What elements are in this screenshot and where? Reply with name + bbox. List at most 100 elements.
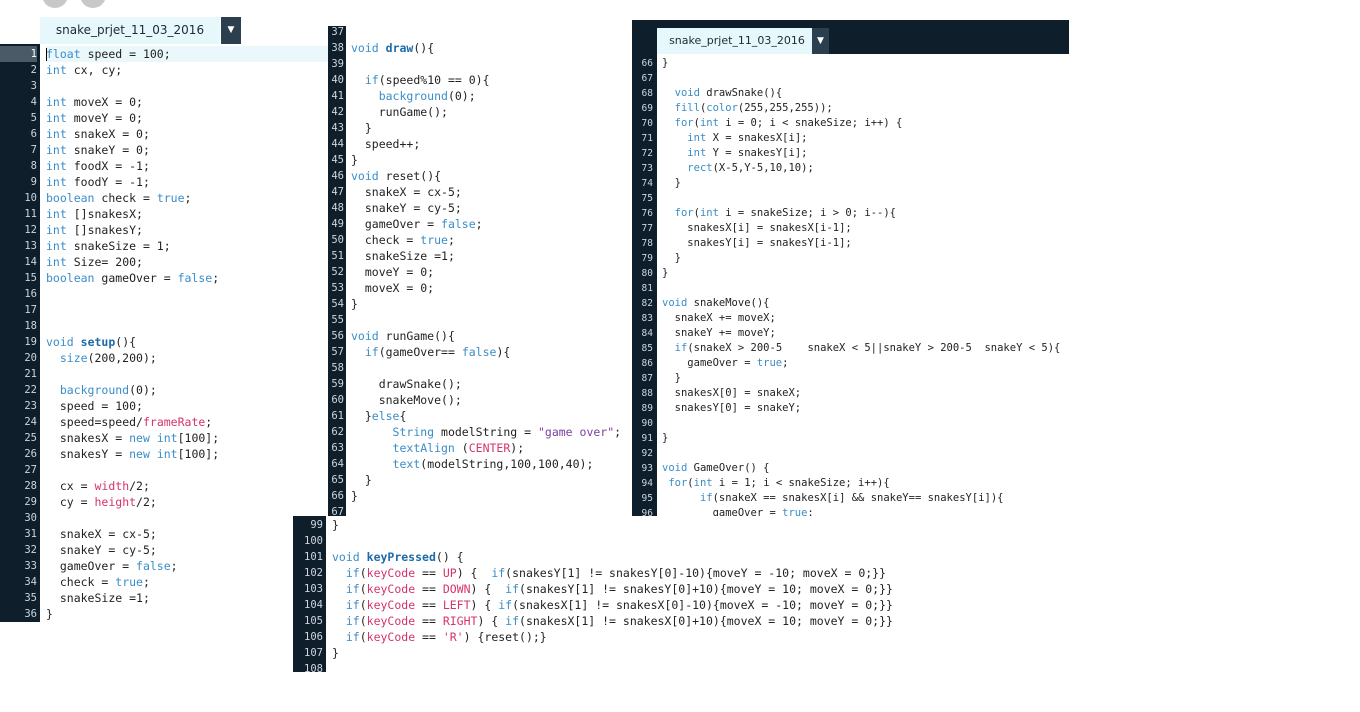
line-number: 92 <box>641 448 653 459</box>
line-number: 107 <box>304 647 323 659</box>
line-number: 21 <box>24 368 37 380</box>
line-number: 58 <box>331 362 344 374</box>
code-line: void drawSnake(){ <box>674 87 783 99</box>
code-line: int foodY = -1; <box>46 175 150 189</box>
code-line: if(keyCode == 'R') {reset();} <box>345 630 547 644</box>
window-button-2[interactable] <box>80 0 106 8</box>
line-number: 43 <box>331 122 344 134</box>
line-number: 71 <box>641 133 653 144</box>
line-number: 13 <box>24 240 37 252</box>
code-line: background(0); <box>378 89 476 103</box>
code-line: int []snakesY; <box>46 223 143 237</box>
code-line: snakesY = new int[100]; <box>59 447 220 461</box>
code-line: } <box>351 153 358 167</box>
line-number: 37 <box>331 26 344 38</box>
code-line: for(int i = snakeSize; i > 0; i--){ <box>674 207 896 219</box>
code-line: boolean gameOver = false; <box>46 271 220 285</box>
line-number: 57 <box>331 346 344 358</box>
line-number: 79 <box>641 253 653 264</box>
code-area[interactable]: void draw(){ if(speed%10 == 0){ backgrou… <box>346 26 633 516</box>
code-area[interactable]: float speed = 100;int cx, cy;int moveX =… <box>40 44 328 622</box>
line-number: 96 <box>641 508 653 519</box>
line-number: 52 <box>331 266 344 278</box>
code-line: snakesX = new int[100]; <box>59 431 220 445</box>
code-line: int snakeX = 0; <box>46 127 150 141</box>
line-number: 63 <box>331 442 344 454</box>
sketch-tab[interactable]: snake_prjet_11_03_2016 <box>40 17 220 44</box>
line-number: 23 <box>24 400 37 412</box>
line-number: 73 <box>641 163 653 174</box>
code-line: drawSnake(); <box>378 377 462 391</box>
code-line: } <box>662 372 681 384</box>
line-number: 15 <box>24 272 37 284</box>
line-number: 81 <box>641 283 653 294</box>
line-number: 90 <box>641 418 653 429</box>
code-line: cy = height/2; <box>59 495 157 509</box>
code-area[interactable]: } void drawSnake(){ fill(color(255,255,2… <box>657 54 1069 524</box>
line-number: 85 <box>641 343 653 354</box>
code-line: snakeY = cy-5; <box>59 543 157 557</box>
sketch-tab[interactable]: snake_prjet_11_03_2016 <box>657 28 817 54</box>
line-number: 86 <box>641 358 653 369</box>
code-line: } <box>662 177 681 189</box>
tab-menu-button[interactable]: ▼ <box>221 17 241 44</box>
line-number: 53 <box>331 282 344 294</box>
code-line: if(keyCode == DOWN) { if(snakesY[1] != s… <box>345 582 893 596</box>
code-line: if(keyCode == RIGHT) { if(snakesX[1] != … <box>345 614 893 628</box>
line-number: 101 <box>304 551 323 563</box>
line-number: 27 <box>24 464 37 476</box>
code-line: if(keyCode == LEFT) { if(snakesX[1] != s… <box>345 598 893 612</box>
code-line: int snakeY = 0; <box>46 143 150 157</box>
line-number: 50 <box>331 234 344 246</box>
code-line: if(snakeX > 200-5 snakeX < 5||snakeY > 2… <box>674 342 1061 354</box>
line-number: 36 <box>24 608 37 620</box>
code-line: snakeMove(); <box>378 393 462 407</box>
line-number: 48 <box>331 202 344 214</box>
code-line: int cx, cy; <box>46 63 123 77</box>
window-button-1[interactable] <box>42 0 68 8</box>
code-line: } <box>332 646 339 660</box>
code-line: }else{ <box>351 409 407 423</box>
code-line: background(0); <box>59 383 157 397</box>
line-number: 19 <box>24 336 37 348</box>
code-line: } <box>662 252 681 264</box>
code-line: if(snakeX == snakesX[i] && snakeY== snak… <box>699 492 1004 504</box>
code-line: } <box>662 267 669 279</box>
line-number: 4 <box>30 96 37 108</box>
line-number: 30 <box>24 512 37 524</box>
code-line: speed = 100; <box>59 399 143 413</box>
code-line: int foodX = -1; <box>46 159 150 173</box>
code-line: } <box>351 489 358 503</box>
line-number: 42 <box>331 106 344 118</box>
line-number: 46 <box>331 170 344 182</box>
code-area[interactable]: }void keyPressed() { if(keyCode == UP) {… <box>326 516 933 672</box>
code-line: int []snakesX; <box>46 207 143 221</box>
line-number: 70 <box>641 118 653 129</box>
line-number: 100 <box>304 535 323 547</box>
line-number: 9 <box>30 176 37 188</box>
line-number: 106 <box>304 631 323 643</box>
line-number: 20 <box>24 352 37 364</box>
text-cursor <box>46 48 47 61</box>
line-number: 38 <box>331 42 344 54</box>
line-number: 62 <box>331 426 344 438</box>
line-number: 68 <box>641 88 653 99</box>
code-line: fill(color(255,255,255)); <box>674 102 833 114</box>
line-number: 26 <box>24 448 37 460</box>
code-line: snakeSize =1; <box>59 591 150 605</box>
line-number: 93 <box>641 463 653 474</box>
line-number: 39 <box>331 58 344 70</box>
code-line: moveX = 0; <box>364 281 435 295</box>
line-number: 45 <box>331 154 344 166</box>
line-number: 95 <box>641 493 653 504</box>
tab-menu-button[interactable]: ▼ <box>812 28 829 54</box>
code-line: if(gameOver== false){ <box>364 345 511 359</box>
code-line: void draw(){ <box>351 41 435 55</box>
code-line: snakeY = cy-5; <box>364 201 462 215</box>
code-line: if(keyCode == UP) { if(snakesY[1] != sna… <box>345 566 887 580</box>
